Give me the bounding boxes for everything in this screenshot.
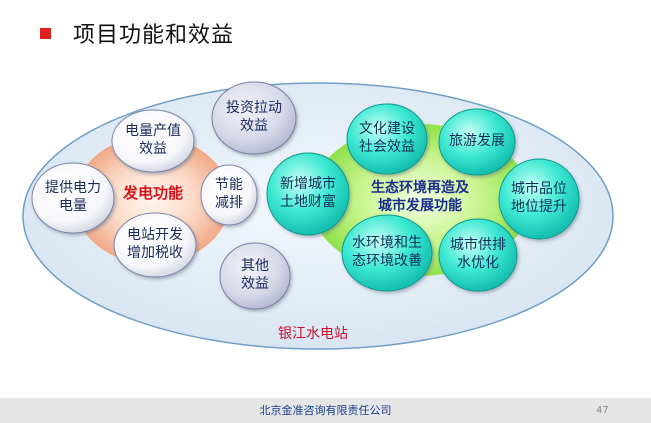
node-tourism-label: 旅游发展 — [449, 133, 505, 150]
node-culture — [346, 103, 428, 175]
footer-bar — [0, 398, 651, 423]
node-tax-label: 电站开发 增加税收 — [127, 227, 183, 261]
node-drainage — [438, 218, 518, 292]
node-energy-saving — [200, 164, 258, 226]
node-electricity — [111, 109, 195, 173]
node-other-label: 其他 效益 — [241, 258, 269, 292]
city-function-label: 生态环境再造及 城市发展功能 — [371, 180, 469, 214]
node-water-env-label: 水环境和生 态环境改善 — [352, 235, 422, 269]
node-supply-label: 提供电力 电量 — [45, 180, 101, 214]
node-land-label: 新增城市 土地财富 — [280, 176, 336, 210]
page-number: 47 — [596, 405, 609, 416]
node-supply — [31, 162, 115, 234]
station-label: 银江水电站 — [278, 326, 348, 343]
node-grade-label: 城市品位 地位提升 — [511, 181, 567, 215]
node-investment-label: 投资拉动 效益 — [226, 100, 282, 134]
page-title: 项目功能和效益 — [73, 23, 235, 48]
node-other — [219, 242, 291, 310]
node-water-env — [341, 214, 433, 292]
node-tax — [113, 212, 197, 278]
node-drainage-label: 城市供排 水优化 — [450, 237, 506, 271]
footer-company: 北京金准咨询有限责任公司 — [259, 404, 392, 417]
node-electricity-label: 电量产值 效益 — [125, 123, 181, 157]
node-investment — [211, 81, 297, 155]
power-function-label: 发电功能 — [122, 184, 183, 203]
node-tourism — [438, 108, 516, 176]
node-grade — [498, 158, 580, 240]
title-bullet-icon — [40, 27, 51, 39]
title-row: 项目功能和效益 — [40, 18, 234, 48]
node-energy-saving-label: 节能 减排 — [215, 177, 243, 211]
node-culture-label: 文化建设 社会效益 — [359, 121, 415, 155]
node-land — [266, 152, 350, 236]
